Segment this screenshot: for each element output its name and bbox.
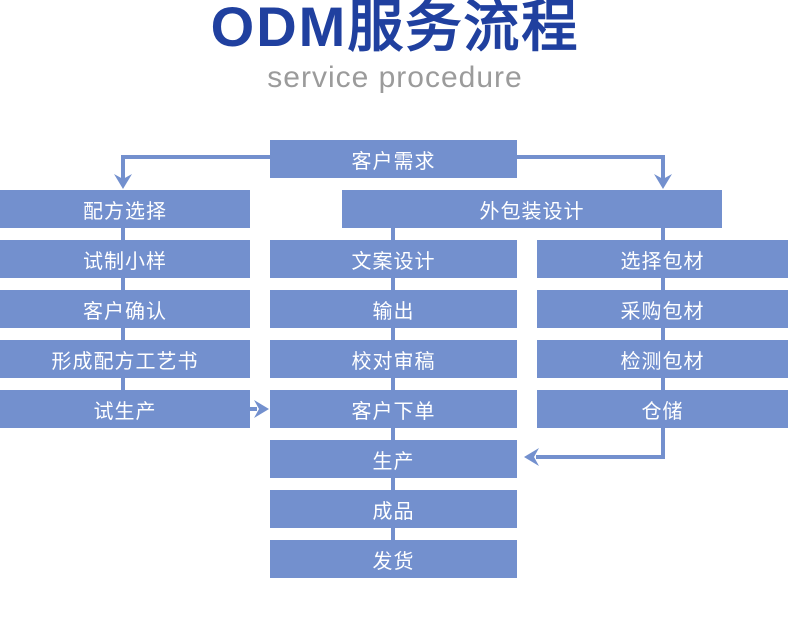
flow-node-output: 输出 bbox=[270, 290, 517, 328]
flow-node-shipping: 发货 bbox=[270, 540, 517, 578]
flow-node-production: 生产 bbox=[270, 440, 517, 478]
flow-node-formula-process-book: 形成配方工艺书 bbox=[0, 340, 250, 378]
flow-node-select-packaging: 选择包材 bbox=[537, 240, 788, 278]
flow-node-copy-design: 文案设计 bbox=[270, 240, 517, 278]
arrow-customer-demand--outer-packaging-design bbox=[517, 155, 672, 189]
arrow-trial-production--customer-order bbox=[250, 400, 269, 418]
flow-node-test-packaging: 检测包材 bbox=[537, 340, 788, 378]
flow-node-warehousing: 仓储 bbox=[537, 390, 788, 428]
arrowhead-right-icon bbox=[254, 400, 269, 418]
flow-node-purchase-packaging: 采购包材 bbox=[537, 290, 788, 328]
page-header: ODM服务流程 service procedure bbox=[0, 0, 790, 96]
flow-node-customer-confirm: 客户确认 bbox=[0, 290, 250, 328]
flow-node-customer-order: 客户下单 bbox=[270, 390, 517, 428]
flow-node-proofreading: 校对审稿 bbox=[270, 340, 517, 378]
flow-node-formula-selection: 配方选择 bbox=[0, 190, 250, 228]
arrowhead-left-icon bbox=[524, 448, 539, 466]
arrow-warehousing--production bbox=[524, 428, 665, 466]
flow-node-customer-demand: 客户需求 bbox=[270, 140, 517, 178]
arrowhead-down-icon bbox=[114, 174, 132, 189]
flow-node-trial-sample: 试制小样 bbox=[0, 240, 250, 278]
arrowhead-down-icon bbox=[654, 174, 672, 189]
page-title: ODM服务流程 bbox=[210, 0, 580, 58]
flow-node-outer-packaging-design: 外包装设计 bbox=[342, 190, 722, 228]
page-subtitle: service procedure bbox=[267, 61, 523, 94]
arrow-customer-demand--formula-selection bbox=[114, 155, 270, 189]
flow-node-trial-production: 试生产 bbox=[0, 390, 250, 428]
flow-node-finished-product: 成品 bbox=[270, 490, 517, 528]
